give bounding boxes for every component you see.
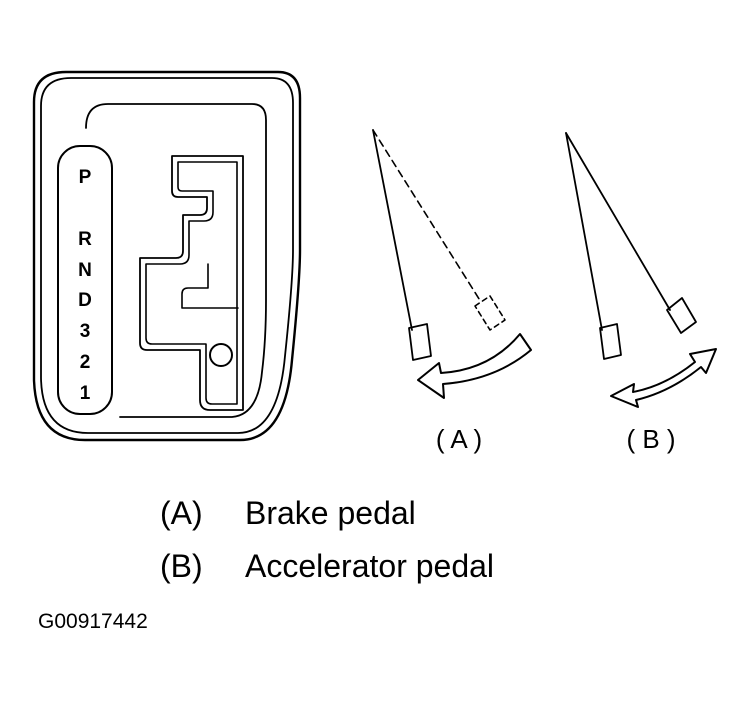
figure-id: G00917442 [38, 610, 148, 633]
legend-key-a: (A) [160, 495, 203, 531]
legend-text-b: Accelerator pedal [245, 548, 494, 584]
brake-pedal-pad-pressed [474, 295, 506, 331]
accelerator-pad-a [599, 323, 622, 360]
gear-label: R [78, 229, 92, 250]
shift-lever-knob [209, 343, 233, 367]
pedal-caption-a: ( A ) [436, 424, 482, 454]
gate-bezel-outer [32, 70, 302, 442]
gear-label: D [78, 290, 92, 311]
brake-pedal-arm [372, 129, 413, 331]
accelerator-pedal-icon [565, 132, 697, 360]
gear-label: 3 [80, 321, 91, 342]
legend-key-b: (B) [160, 548, 203, 584]
brake-pedal-icon [372, 129, 506, 361]
accelerator-arm-a [565, 132, 603, 331]
accelerator-pad-b [666, 297, 697, 334]
brake-pedal-arm-pressed [372, 129, 482, 303]
legend-text-a: Brake pedal [245, 495, 416, 531]
gear-label: P [79, 167, 92, 188]
accelerator-arm-b [565, 132, 671, 311]
gate-bezel-inner [40, 77, 294, 434]
gear-label: 1 [80, 383, 91, 404]
gate-slot-step [181, 263, 239, 309]
gear-indicator-strip [57, 145, 113, 415]
gate-shoulder [85, 103, 267, 418]
gate-slot-outer [139, 155, 244, 411]
one-way-arrow-icon [417, 333, 532, 399]
gear-label: N [78, 260, 92, 281]
gear-label: 2 [80, 352, 91, 373]
brake-pedal-pad [408, 323, 432, 361]
shift-lever-gate-icon [32, 70, 302, 442]
pedal-caption-b: ( B ) [626, 424, 675, 454]
two-way-arrow-icon [610, 348, 717, 408]
gate-slot-inner [145, 161, 238, 405]
